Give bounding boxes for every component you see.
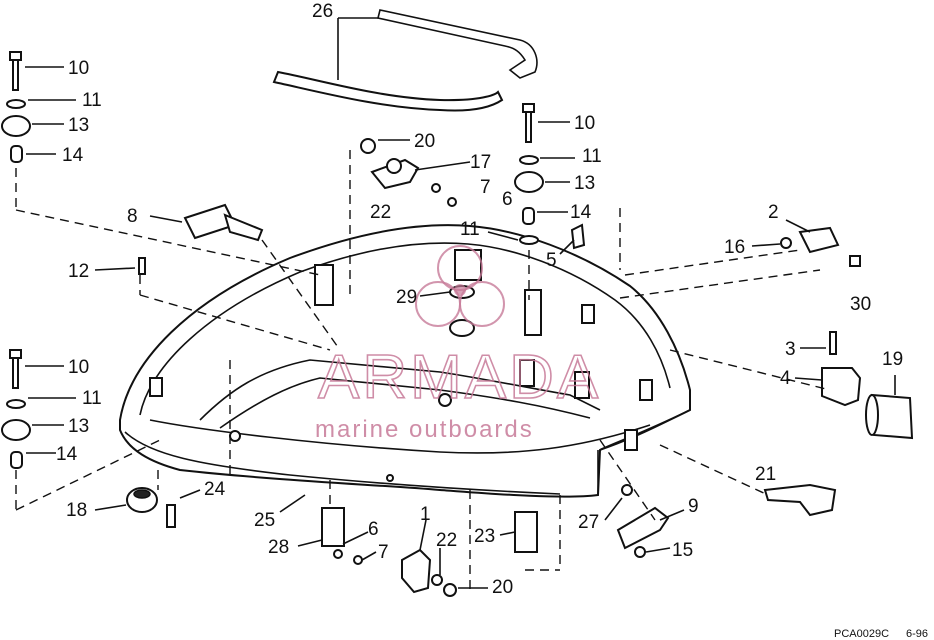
sleeve-19 [865, 393, 914, 440]
callout-10: 10 [68, 58, 89, 79]
callout-22: 22 [370, 202, 391, 223]
callout-24: 24 [204, 479, 226, 500]
watermark-logo-icon [415, 245, 505, 327]
callout-11: 11 [82, 388, 102, 409]
callout-14: 14 [62, 145, 84, 166]
callout-19: 19 [882, 349, 903, 370]
callout-10: 10 [574, 113, 595, 134]
callout-18: 18 [66, 500, 87, 521]
plate-23 [514, 511, 538, 553]
nut-27 [621, 484, 633, 496]
grommet-18 [126, 487, 176, 528]
handle-lever-8 [183, 203, 264, 242]
bracket-1 [401, 548, 457, 597]
clip-17 [360, 138, 457, 207]
callout-2: 2 [768, 202, 779, 223]
callout-25: 25 [254, 510, 275, 531]
callout-4: 4 [780, 368, 791, 389]
mount-stack-center [514, 103, 544, 245]
callout-labels: 26 10 11 13 14 20 17 7 6 22 10 11 13 14 … [56, 1, 903, 598]
callout-9: 9 [688, 496, 699, 517]
mount-stack-lower-left [1, 349, 31, 469]
footer-code: PCA0029C [834, 628, 889, 640]
footer: PCA0029C 6-96 [834, 628, 928, 640]
callout-20: 20 [492, 577, 513, 598]
callout-14: 14 [570, 202, 592, 223]
handle-lever-21 [763, 483, 837, 517]
callout-14: 14 [56, 444, 78, 465]
callout-13: 13 [68, 115, 89, 136]
leader-lines [25, 17, 896, 589]
callout-11: 11 [82, 90, 102, 111]
callout-7: 7 [378, 542, 389, 563]
footer-date: 6-96 [906, 628, 928, 640]
watermark-tagline: marine outboards [315, 416, 534, 443]
callout-1: 1 [420, 504, 431, 525]
callout-5: 5 [546, 250, 557, 271]
plate-9 [616, 506, 670, 558]
callout-16: 16 [724, 237, 745, 258]
watermark-brand: ARMADA [318, 343, 601, 412]
callout-26: 26 [312, 1, 333, 22]
callout-13: 13 [68, 416, 89, 437]
callout-15: 15 [672, 540, 693, 561]
callout-29: 29 [396, 287, 417, 308]
latch-28 [321, 507, 363, 565]
callout-20: 20 [414, 131, 435, 152]
callout-23: 23 [474, 526, 495, 547]
dashed-reference-lines [15, 150, 831, 590]
callout-13: 13 [574, 173, 595, 194]
callout-3: 3 [785, 339, 796, 360]
callout-17: 17 [470, 152, 491, 173]
callout-11: 11 [582, 146, 602, 167]
callout-30: 30 [850, 294, 871, 315]
clip-2 [780, 226, 861, 267]
callout-10: 10 [68, 357, 89, 378]
callout-12: 12 [68, 261, 89, 282]
watermark: ARMADA marine outboards [315, 245, 601, 443]
screw-5 [570, 223, 586, 250]
callout-7: 7 [480, 177, 491, 198]
lower-motor-cover [119, 224, 691, 498]
screw-12 [138, 257, 146, 275]
callout-8: 8 [127, 206, 138, 227]
mount-stack-upper-left [1, 51, 31, 163]
callout-11: 11 [460, 219, 480, 240]
callout-27: 27 [578, 512, 599, 533]
callout-6: 6 [368, 519, 379, 540]
bracket-4 [821, 331, 862, 407]
callout-28: 28 [268, 537, 289, 558]
seal-strip [272, 9, 538, 112]
callout-6: 6 [502, 189, 513, 210]
callout-22: 22 [436, 530, 457, 551]
callout-21: 21 [755, 464, 776, 485]
